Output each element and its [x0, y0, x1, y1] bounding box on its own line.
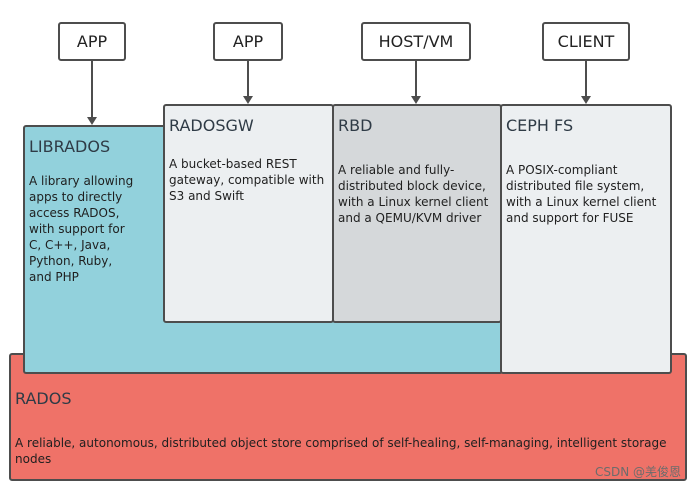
app-box-2: APP [213, 22, 283, 61]
librados-description-line: access RADOS, [29, 206, 120, 220]
arrow-hostvm-to-rbd [415, 61, 417, 98]
librados-description-line: Python, Ruby, [29, 254, 113, 268]
client-box-label: CLIENT [557, 31, 615, 51]
app-box-2-label: APP [232, 31, 264, 51]
watermark-text: CSDN @羌俊恩 [594, 465, 681, 479]
arrow-head-client [581, 96, 591, 104]
librados-description-line: with support for [29, 222, 125, 236]
app-box-1: APP [58, 22, 126, 61]
client-box: CLIENT [542, 22, 630, 61]
rbd-description-line: with a Linux kernel client [338, 195, 489, 209]
arrow-client-to-cephfs [585, 61, 587, 98]
radosgw-component: RADOSGW A bucket-based REST gateway, com… [163, 104, 334, 323]
radosgw-title: RADOSGW [169, 116, 254, 135]
arrow-app1-to-librados [91, 61, 93, 119]
rados-description-line: nodes [15, 452, 52, 466]
librados-description: A library allowing apps to directly acce… [29, 173, 159, 285]
cephfs-description: A POSIX-compliant distributed file syste… [506, 162, 670, 226]
radosgw-description-line: gateway, compatible with [169, 173, 325, 187]
arrow-head-app2 [243, 96, 253, 104]
arrow-app2-to-radosgw [247, 61, 249, 98]
rbd-component: RBD A reliable and fully- distributed bl… [332, 104, 502, 323]
librados-description-line: A library allowing [29, 174, 134, 188]
rbd-title: RBD [338, 116, 373, 135]
radosgw-description: A bucket-based REST gateway, compatible … [169, 156, 331, 204]
radosgw-description-line: S3 and Swift [169, 189, 244, 203]
rbd-description: A reliable and fully- distributed block … [338, 162, 500, 226]
cephfs-description-line: with a Linux kernel client [506, 195, 657, 209]
rados-title: RADOS [15, 389, 72, 408]
librados-description-line: and PHP [29, 270, 79, 284]
cephfs-description-line: and support for FUSE [506, 211, 634, 225]
rados-description-line: A reliable, autonomous, distributed obje… [15, 436, 667, 450]
cephfs-title: CEPH FS [506, 116, 574, 135]
librados-description-line: C, C++, Java, [29, 238, 111, 252]
arrow-head-hostvm [411, 96, 421, 104]
cephfs-description-line: A POSIX-compliant [506, 163, 618, 177]
librados-title: LIBRADOS [29, 137, 111, 156]
librados-description-line: apps to directly [29, 190, 123, 204]
arrow-head-app1 [87, 117, 97, 125]
cephfs-component: CEPH FS A POSIX-compliant distributed fi… [500, 104, 672, 374]
app-box-1-label: APP [76, 31, 108, 51]
rbd-description-line: A reliable and fully- [338, 163, 455, 177]
radosgw-description-line: A bucket-based REST [169, 157, 297, 171]
host-vm-box: HOST/VM [361, 22, 471, 61]
host-vm-box-label: HOST/VM [378, 31, 454, 51]
rbd-description-line: and a QEMU/KVM driver [338, 211, 482, 225]
cephfs-description-line: distributed file system, [506, 179, 645, 193]
rados-description: A reliable, autonomous, distributed obje… [15, 435, 685, 467]
rados-layer: RADOS A reliable, autonomous, distribute… [9, 353, 687, 481]
rbd-description-line: distributed block device, [338, 179, 486, 193]
